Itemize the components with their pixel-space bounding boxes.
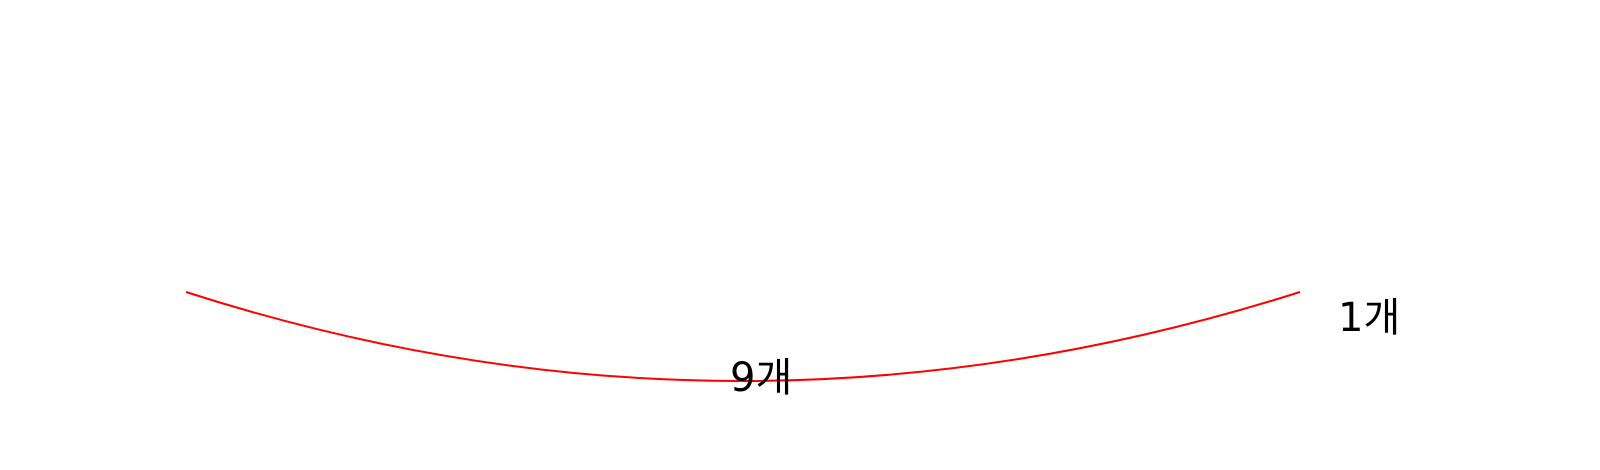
arc-count-label: 9개: [730, 355, 793, 401]
grouping-arc: [185, 291, 1301, 382]
remaining-count-label: 1개: [1338, 295, 1401, 341]
